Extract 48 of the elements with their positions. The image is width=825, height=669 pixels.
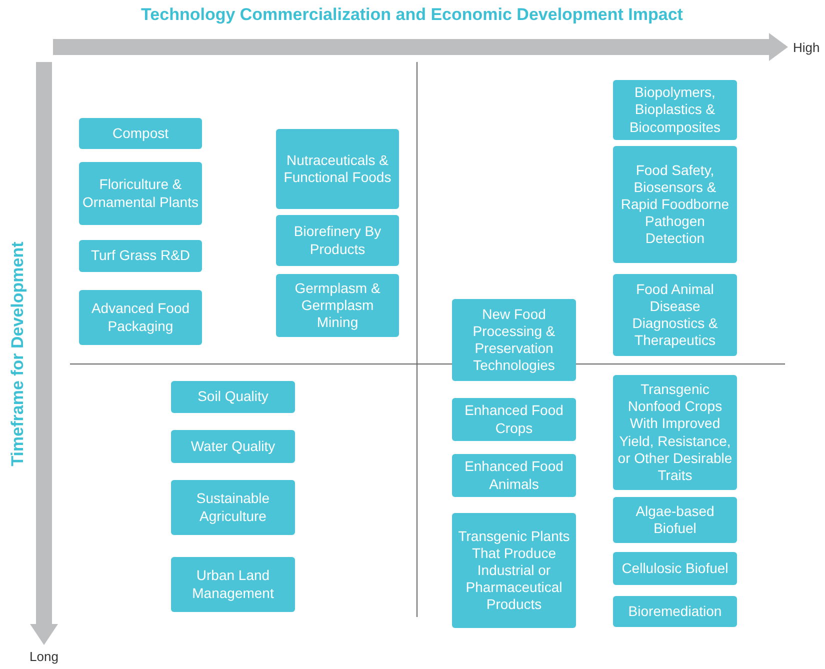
topic-label: Transgenic Nonfood Crops With Improved Yield, Resistance, or Other Desirable Traits [616,381,734,484]
axis-end-label: Long [30,649,58,664]
topic-box [171,381,295,413]
topic-label: Nutraceuticals & Functional Foods [282,152,392,186]
topic-label: Food Animal Disease Diagnostics & Therapeutics [631,280,719,350]
topic-box [79,290,202,345]
topic-box [79,240,202,272]
topic-label: Cellulosic Biofuel [622,560,728,578]
topic-label: Compost [112,124,169,142]
topic-label: Floriculture & Ornamental Plants [82,176,199,211]
topic-label: Bioremediation [628,602,722,620]
topic-box [613,375,737,490]
topic-label: Sustainable Agriculture [195,490,271,525]
topic-box [452,299,576,381]
topic-box [613,497,737,543]
topic-box [452,513,576,628]
topic-box [613,274,737,356]
topic-label: New Food Processing & Preservation Technologies [472,306,556,374]
topic-label: Food Safety, Biosensors & Rapid Foodborne Pathogen Detection [620,162,730,248]
topic-box [613,80,737,140]
topic-label: Enhanced Food Crops [464,402,564,437]
axis-title: Timeframe for Development [8,242,28,466]
topic-box [171,480,295,535]
topic-box [276,129,399,209]
topic-label: Soil Quality [198,388,268,406]
topic-label: Biorefinery By Products [292,223,382,258]
topic-label: Transgenic Plants That Produce Industrial or Pharmaceutical Products [457,528,571,614]
topic-box [276,215,399,266]
axis-end-label: High [793,40,820,55]
topic-box [79,118,202,149]
topic-box [452,454,576,497]
topic-label: Advanced Food Packaging [90,300,191,335]
topic-box [276,274,399,337]
topic-label: Enhanced Food Animals [464,458,564,493]
topic-label: Germplasm & Germplasm Mining [294,280,382,332]
topic-label: Turf Grass R&D [90,247,190,265]
topic-box [613,552,737,585]
topic-box [452,398,576,441]
topic-box [171,430,295,463]
axis-title: Technology Commercialization and Economic Development Impact [141,5,683,25]
topic-box [613,596,737,627]
topic-label: Biopolymers, Bioplastics & Biocomposites [628,84,722,136]
topic-box [79,162,202,225]
topic-box [613,146,737,263]
topic-label: Water Quality [190,438,276,456]
topic-label: Algae-based Biofuel [634,502,716,538]
topic-box [171,557,295,612]
topic-label: Urban Land Management [191,567,275,602]
